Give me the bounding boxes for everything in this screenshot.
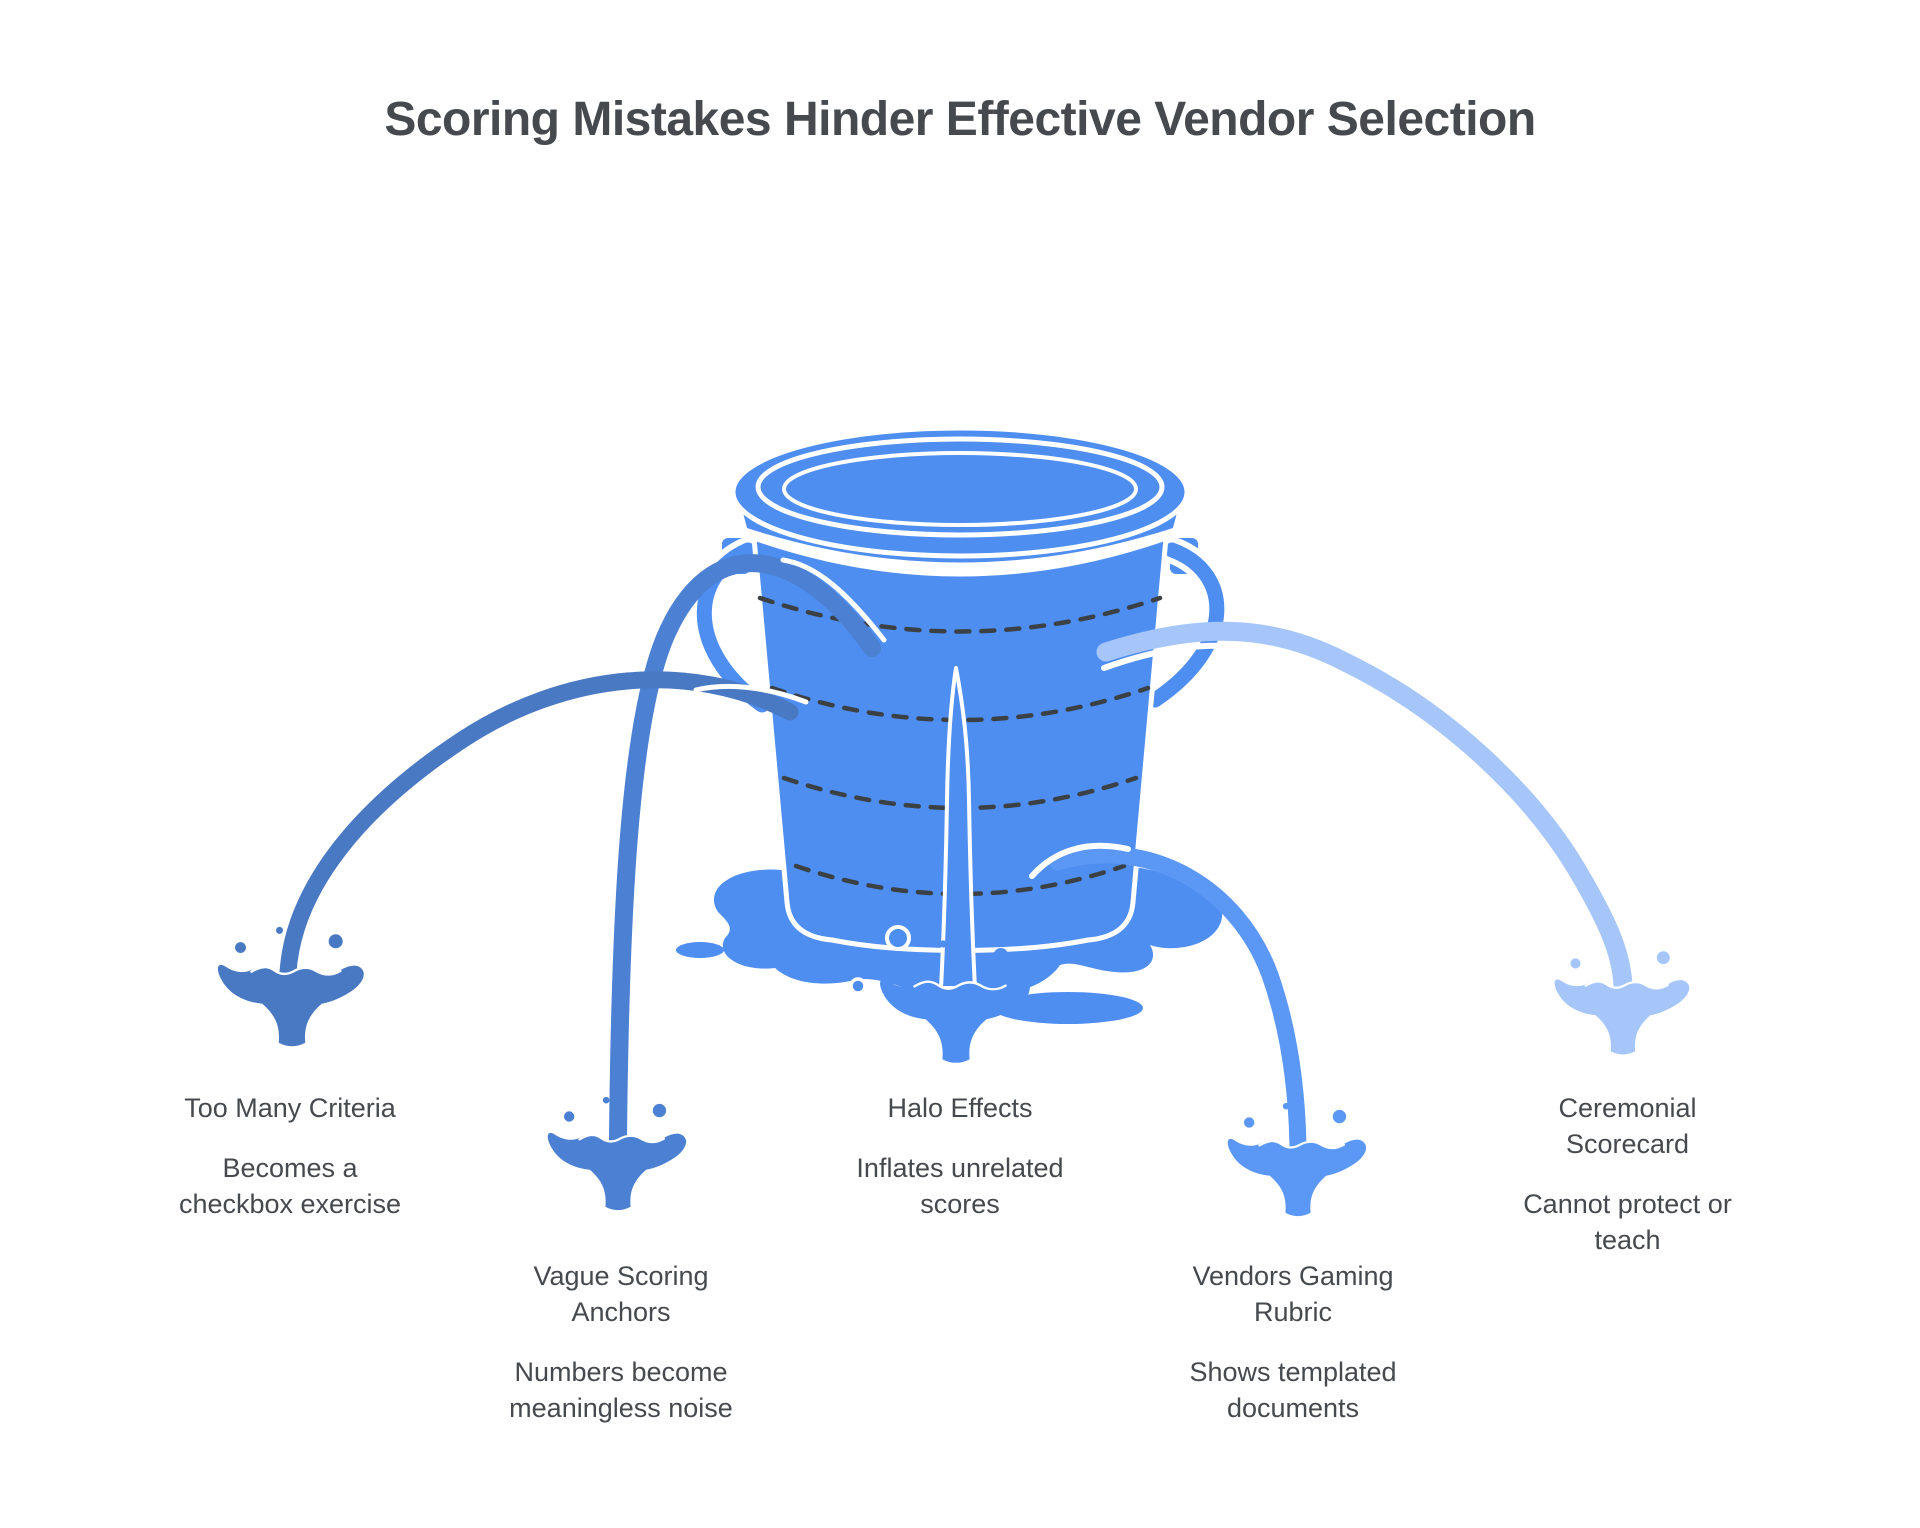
leak-description: Shows templated documents bbox=[1189, 1357, 1397, 1423]
puddle-drip-large bbox=[993, 992, 1143, 1024]
bubble-large bbox=[885, 925, 911, 951]
bucket-handle-right bbox=[1141, 536, 1231, 714]
leak-label-vague-scoring-anchors: Vague Scoring Anchors Numbers become mea… bbox=[497, 1258, 745, 1426]
leak-label-too-many-criteria: Too Many Criteria Becomes a checkbox exe… bbox=[171, 1090, 409, 1222]
spout-highlight-4 bbox=[1029, 842, 1131, 879]
leak-title: Vendors Gaming Rubric bbox=[1192, 1261, 1394, 1327]
leak-label-ceremonial-scorecard: Ceremonial Scorecard Cannot protect or t… bbox=[1505, 1090, 1750, 1258]
leak-title: Ceremonial Scorecard bbox=[1558, 1093, 1697, 1159]
stream-too-many-criteria bbox=[279, 671, 799, 981]
spout-highlight-1 bbox=[693, 683, 809, 705]
leak-label-halo-effects: Halo Effects Inflates unrelated scores bbox=[830, 1090, 1090, 1222]
leak-description: Becomes a checkbox exercise bbox=[178, 1153, 402, 1219]
puddle-drip-left bbox=[676, 942, 724, 958]
stream-vague-scoring-anchors bbox=[609, 554, 881, 1149]
leak-description: Numbers become meaningless noise bbox=[509, 1357, 733, 1423]
leak-label-vendors-gaming-rubric: Vendors Gaming Rubric Shows templated do… bbox=[1173, 1258, 1413, 1426]
bucket-opening-ring-outer bbox=[755, 436, 1165, 538]
bubble-small bbox=[849, 977, 867, 995]
stream-vendors-gaming-rubric bbox=[1049, 846, 1307, 1155]
stream-ceremonial-scorecard bbox=[1096, 621, 1633, 995]
leak-title: Vague Scoring Anchors bbox=[533, 1261, 709, 1327]
spout-highlight-5 bbox=[1101, 642, 1251, 671]
bucket-opening-ring-inner bbox=[782, 451, 1138, 527]
leak-description: Cannot protect or teach bbox=[1523, 1189, 1732, 1255]
page-title: Scoring Mistakes Hinder Effective Vendor… bbox=[384, 93, 1536, 146]
leak-description: Inflates unrelated scores bbox=[856, 1153, 1064, 1219]
spout-highlights bbox=[693, 557, 1251, 879]
spout-highlight-2 bbox=[780, 557, 887, 643]
leak-title: Halo Effects bbox=[887, 1093, 1033, 1123]
leak-title: Too Many Criteria bbox=[184, 1093, 396, 1123]
